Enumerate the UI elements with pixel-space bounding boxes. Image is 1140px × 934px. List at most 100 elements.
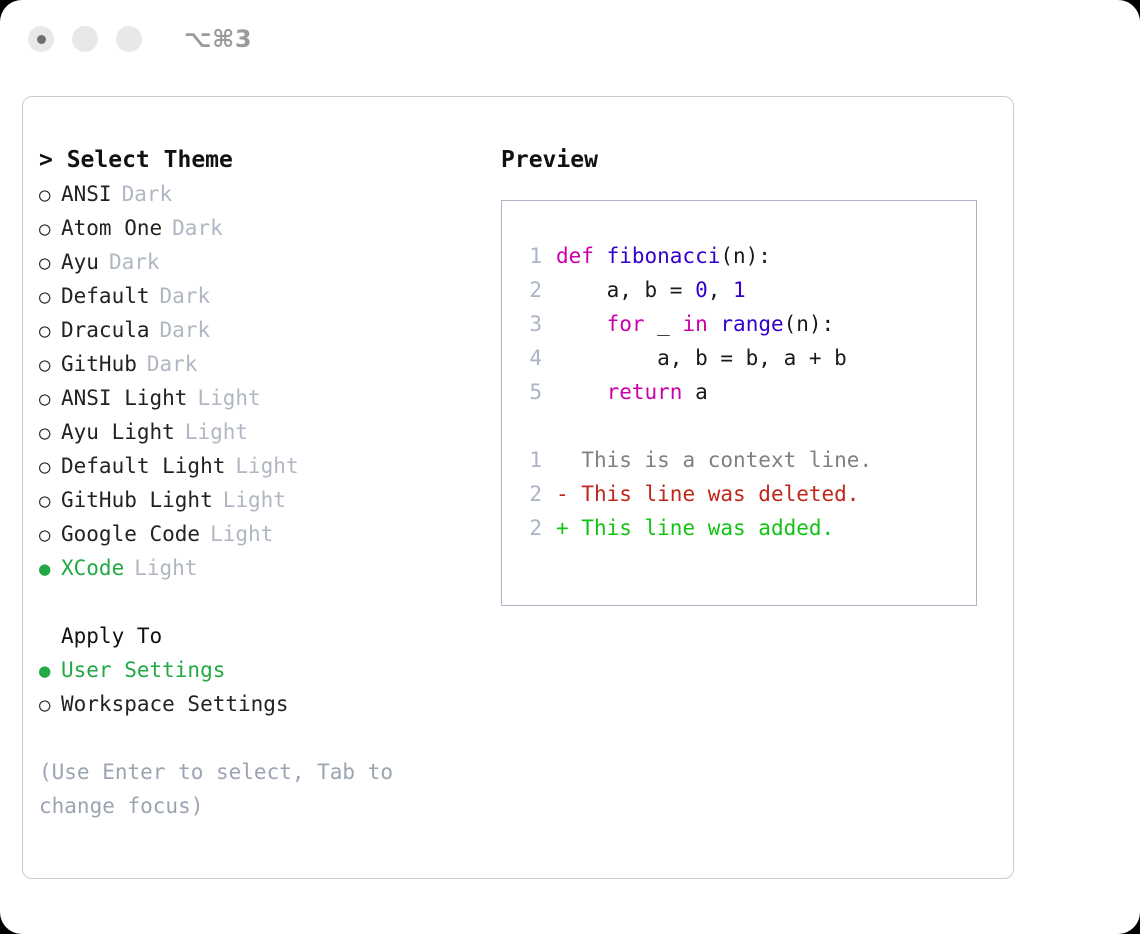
- line-number: 2: [529, 516, 542, 540]
- theme-list-item[interactable]: ○ GitHub Light Light: [39, 483, 489, 517]
- theme-name-label: Ayu Light: [61, 420, 175, 444]
- theme-kind-label: Dark: [159, 284, 211, 308]
- apply-to-option-label: User Settings: [61, 658, 226, 682]
- list-spacer: [39, 585, 489, 619]
- code-token: return: [606, 380, 683, 404]
- diff-text: This line was deleted.: [568, 482, 860, 506]
- line-number: 1: [529, 244, 542, 268]
- diff-marker: +: [556, 516, 569, 540]
- keyboard-hint: (Use Enter to select, Tab to change focu…: [39, 760, 406, 818]
- radio-unselected-icon: ○: [39, 320, 51, 342]
- diff-marker: -: [556, 482, 569, 506]
- radio-unselected-icon: ○: [39, 354, 51, 376]
- code-line: 5 return a: [520, 375, 976, 409]
- traffic-light-second[interactable]: [72, 26, 98, 52]
- code-token: a: [682, 380, 708, 404]
- line-number: 2: [529, 278, 542, 302]
- apply-to-option[interactable]: ○Workspace Settings: [39, 687, 489, 721]
- radio-unselected-icon: ○: [39, 286, 51, 308]
- diff-text: This line was added.: [568, 516, 835, 540]
- theme-kind-label: Dark: [172, 216, 223, 240]
- line-number: 3: [529, 312, 542, 336]
- radio-unselected-icon: ○: [39, 524, 51, 546]
- theme-kind-label: Dark: [146, 352, 198, 376]
- traffic-light-dot-icon: [36, 34, 46, 44]
- theme-kind-label: Light: [134, 556, 198, 580]
- code-token: a, b =: [556, 278, 696, 302]
- line-number: 1: [529, 448, 542, 472]
- theme-name-label: GitHub: [61, 352, 137, 376]
- apply-to-list: ● User Settings ○Workspace Settings: [39, 653, 489, 721]
- keyboard-shortcut-label: ⌥⌘3: [184, 25, 253, 53]
- diff-sample: 1 This is a context line.2- This line wa…: [520, 443, 976, 545]
- apply-to-option-label: Workspace Settings: [61, 692, 289, 716]
- radio-unselected-icon: ○: [39, 456, 51, 478]
- traffic-light-active[interactable]: [28, 26, 54, 52]
- theme-kind-label: Dark: [159, 318, 211, 342]
- code-diff-separator: [520, 409, 976, 443]
- radio-unselected-icon: ○: [39, 184, 51, 206]
- theme-name-label: XCode: [61, 556, 125, 580]
- theme-kind-label: Light: [210, 522, 274, 546]
- theme-list-item[interactable]: ○ GitHub Dark: [39, 347, 489, 381]
- theme-kind-label: Dark: [108, 250, 160, 274]
- diff-text: This is a context line.: [568, 448, 873, 472]
- code-token: in: [682, 312, 708, 336]
- theme-kind-label: Light: [197, 386, 261, 410]
- theme-kind-label: Light: [184, 420, 249, 444]
- radio-unselected-icon: ○: [39, 252, 51, 274]
- radio-unselected-icon: ○: [39, 490, 51, 512]
- diff-line: 1 This is a context line.: [520, 443, 976, 477]
- theme-list-item[interactable]: ○ ANSI Dark: [39, 177, 489, 211]
- theme-name-label: Google Code: [61, 522, 201, 546]
- diff-line: 2- This line was deleted.: [520, 477, 976, 511]
- radio-selected-icon: ●: [39, 660, 51, 682]
- theme-name-label: ANSI: [61, 182, 112, 206]
- theme-name-label: Default: [61, 284, 150, 308]
- code-token: 1: [733, 278, 746, 302]
- apply-to-option[interactable]: ● User Settings: [39, 653, 489, 687]
- page-title: > Select Theme: [39, 147, 233, 173]
- window-titlebar: ⌥⌘3: [0, 0, 1140, 78]
- theme-kind-label: Light: [222, 488, 286, 512]
- diff-marker: [556, 448, 569, 472]
- theme-list-item[interactable]: ○ Google Code Light: [39, 517, 489, 551]
- traffic-light-third[interactable]: [116, 26, 142, 52]
- code-token: range: [720, 312, 784, 336]
- theme-list-item[interactable]: ○ Default Dark: [39, 279, 489, 313]
- apply-to-heading: Apply To: [61, 624, 163, 648]
- hint-spacer: [39, 721, 489, 755]
- code-token: a, b = b, a + b: [556, 346, 847, 370]
- theme-name-label: Dracula: [61, 318, 150, 342]
- theme-name-label: GitHub Light: [61, 488, 213, 512]
- code-token: fibonacci: [606, 244, 721, 268]
- theme-name-label: Default Light: [61, 454, 226, 478]
- code-token: [556, 312, 607, 336]
- theme-kind-label: Dark: [121, 182, 173, 206]
- code-token: (n):: [783, 312, 835, 336]
- code-line: 4 a, b = b, a + b: [520, 341, 976, 375]
- line-number: 2: [529, 482, 542, 506]
- theme-name-label: ANSI Light: [61, 386, 188, 410]
- line-number: 5: [529, 380, 542, 404]
- code-token: for: [606, 312, 645, 336]
- radio-unselected-icon: ○: [39, 388, 51, 410]
- code-token: _: [644, 312, 683, 336]
- theme-list-item[interactable]: ○ Dracula Dark: [39, 313, 489, 347]
- theme-list-item[interactable]: ○ ANSI Light Light: [39, 381, 489, 415]
- code-line: 2 a, b = 0, 1: [520, 273, 976, 307]
- line-number: 4: [529, 346, 542, 370]
- preview-heading: Preview: [501, 147, 598, 173]
- radio-unselected-icon: ○: [39, 218, 51, 240]
